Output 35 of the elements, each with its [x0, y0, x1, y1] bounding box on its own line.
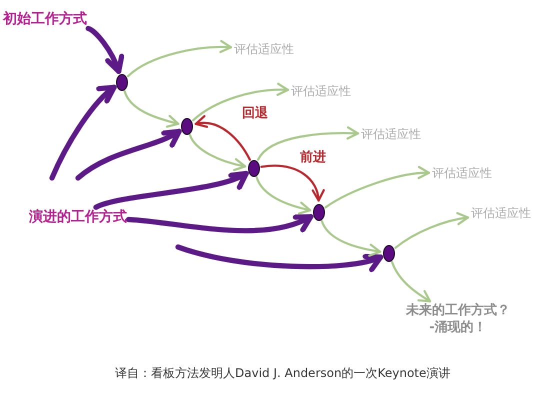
node-label: 评估适应性	[471, 206, 531, 222]
arrow	[75, 128, 182, 181]
node-label: 评估适应性	[361, 127, 421, 143]
arrow	[192, 83, 290, 122]
edge-label: 回退	[242, 106, 268, 122]
node-dot	[313, 204, 325, 220]
arrow	[175, 244, 384, 272]
node-label: -涌现的！	[429, 320, 487, 337]
arrow	[256, 176, 312, 214]
arrow	[194, 116, 251, 161]
arrow	[126, 40, 232, 78]
arrow	[320, 220, 382, 257]
arrow	[394, 212, 470, 249]
arrow	[324, 166, 430, 208]
arrow	[188, 134, 246, 171]
arrow	[124, 90, 180, 128]
arrow	[257, 126, 360, 161]
arrow	[260, 164, 324, 202]
node-dot	[116, 74, 128, 90]
node-label: 未来的工作方式？	[406, 303, 510, 320]
node-label: 演进的工作方式	[29, 208, 127, 226]
node-label: 初始工作方式	[3, 10, 87, 28]
arrow	[49, 84, 117, 181]
caption-text: 译自：看板方法发明人David J. Anderson的一次Keynote演讲	[115, 365, 450, 382]
node-label: 评估适应性	[234, 42, 294, 58]
node-dot	[383, 244, 395, 262]
node-label: 评估适应性	[432, 166, 492, 182]
node-label: 评估适应性	[291, 84, 351, 100]
arrow	[126, 213, 314, 234]
arrow	[391, 261, 432, 302]
node-dot	[248, 160, 260, 176]
edge-label: 前进	[300, 150, 326, 166]
arrow	[86, 26, 124, 74]
node-dot	[181, 118, 193, 134]
arrow	[93, 170, 249, 210]
